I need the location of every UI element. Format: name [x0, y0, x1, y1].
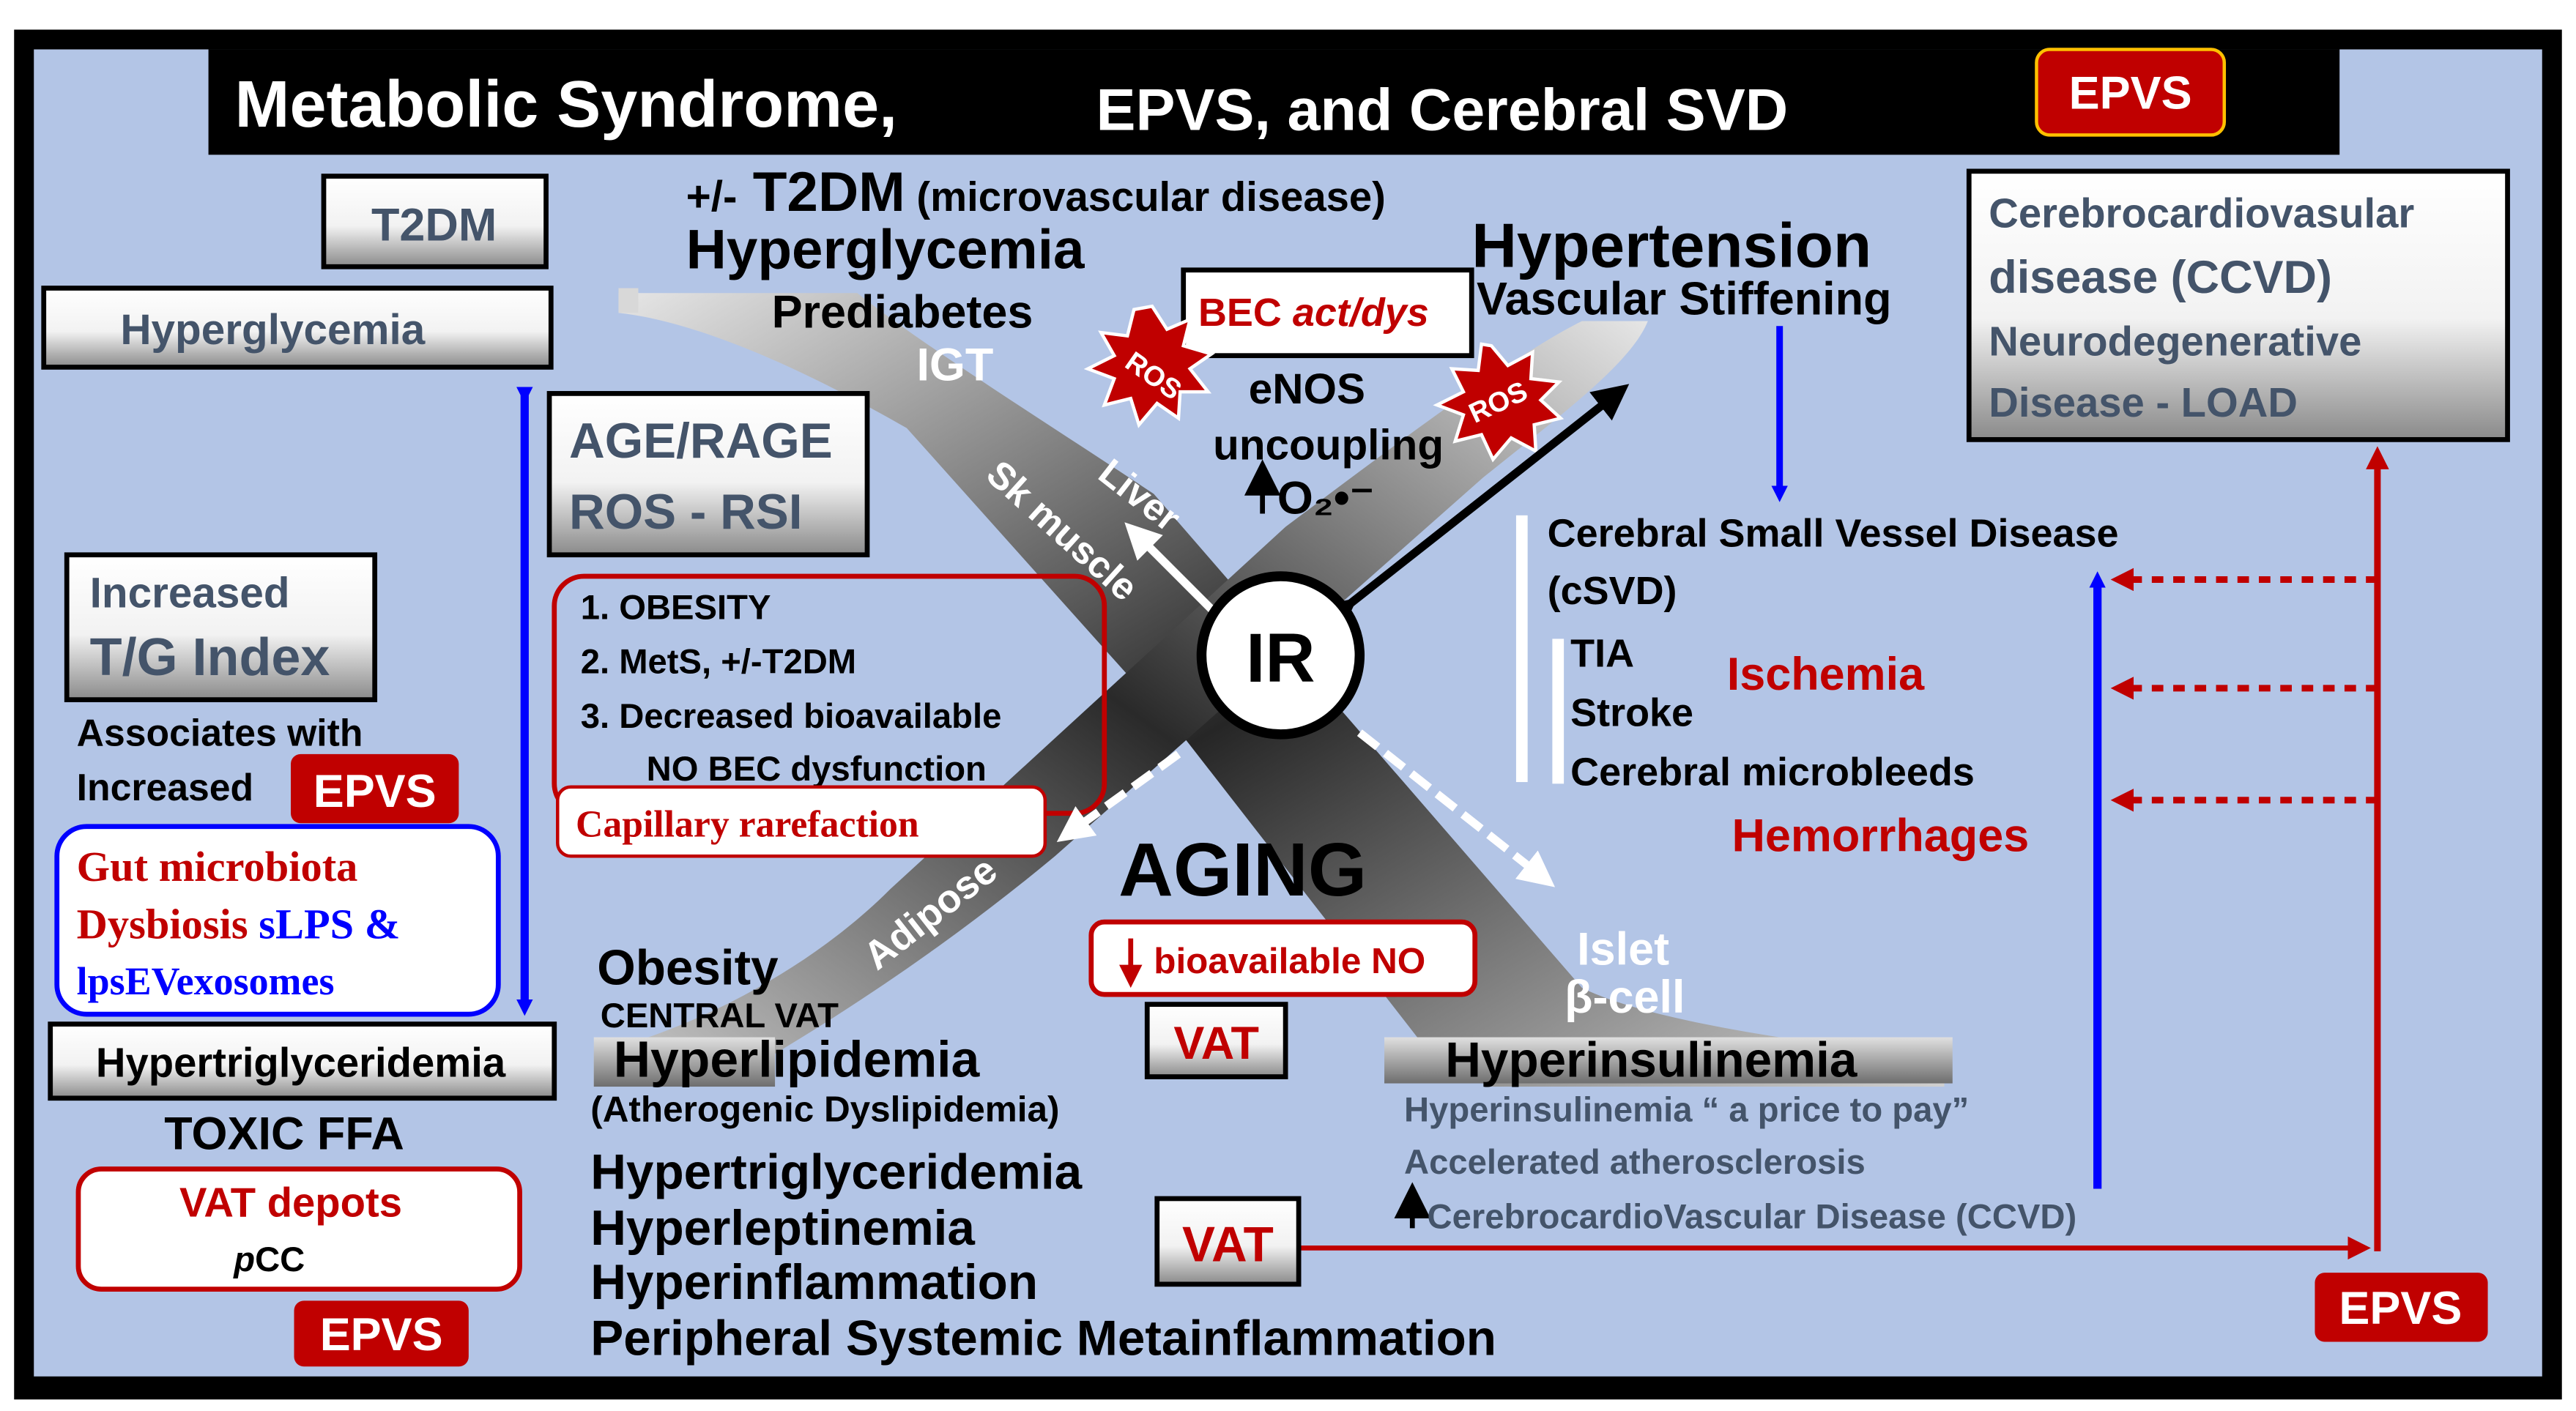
bottom-vat-box	[1154, 1196, 1302, 1287]
title-epvs-label: EPVS	[2069, 67, 2192, 119]
bec-label: BEC act/dys	[1198, 291, 1429, 335]
bec-box	[1181, 267, 1474, 359]
ccvd-box	[1966, 168, 2510, 442]
gut-line3: lpsEVexosomes	[77, 959, 335, 1003]
pcc-label: pCC	[232, 1240, 305, 1279]
toxic-ffa: TOXIC FFA	[164, 1108, 404, 1159]
ccvd-line3: Neurodegenerative	[1989, 319, 2361, 365]
stroke-label: Stroke	[1570, 691, 1693, 735]
ros-starburst-left	[1083, 304, 1216, 428]
ir-circle	[1196, 571, 1365, 740]
beta-cell-label: β-cell	[1564, 972, 1685, 1023]
aging-label: AGING	[1118, 827, 1367, 912]
hypertension-label: Hypertension	[1471, 211, 1871, 280]
capillary-rarefaction: Capillary rarefaction	[576, 803, 919, 845]
csvd-white-bar	[1515, 515, 1528, 783]
bottom-right-epvs-label: EPVS	[2339, 1283, 2462, 1334]
hyperinsulinemia-line2: Accelerated atherosclerosis	[1404, 1143, 1866, 1182]
capillary-box	[556, 785, 1047, 858]
hyperinflammation: Hyperinflammation	[590, 1255, 1038, 1310]
center-vat-box	[1144, 1002, 1288, 1079]
gut-line2: Dysbiosis sLPS &	[77, 901, 401, 948]
obesity-item3: 3. Decreased bioavailable	[581, 697, 1002, 736]
bottom-hypertrig: Hypertriglyceridemia	[590, 1144, 1082, 1199]
title-main: Metabolic Syndrome,	[235, 68, 898, 141]
o2-label: O₂•⁻	[1277, 473, 1374, 524]
gut-line1: Gut microbiota	[77, 843, 358, 890]
microbleeds-label: Cerebral microbleeds	[1570, 751, 1975, 794]
bottom-left-epvs-badge	[294, 1300, 469, 1367]
igt-label: IGT	[916, 339, 993, 390]
left-hyperglycemia: Hyperglycemia	[120, 306, 425, 354]
assoc-epvs-label: EPVS	[313, 766, 437, 817]
title-rest: EPVS, and Cerebral SVD	[1096, 78, 1789, 144]
hyperinsulinemia-line3: CerebrocardioVascular Disease (CCVD)	[1428, 1197, 2077, 1236]
left-t2dm: T2DM	[371, 199, 497, 250]
assoc-line2: Increased	[77, 766, 253, 808]
ccvd-line1: Cerebrocardiovasular	[1989, 190, 2414, 236]
csvd-inner-bar	[1552, 639, 1564, 784]
hemorrhages-label: Hemorrhages	[1731, 810, 2029, 861]
title-epvs-badge	[2035, 48, 2227, 137]
hyperinsulinemia-line1: Hyperinsulinemia “ a price to pay”	[1404, 1090, 1969, 1129]
ischemia-label: Ischemia	[1727, 649, 1925, 700]
title-bar	[208, 49, 2340, 155]
ir-hypertension-arrow	[1318, 384, 1630, 635]
ccvd-line2: disease (CCVD)	[1989, 252, 2332, 303]
central-vat-label: CENTRAL VAT	[601, 997, 839, 1035]
bioavailable-no-box	[1088, 919, 1478, 997]
ir-islet-arrow	[1356, 729, 1556, 887]
uncoupling-label: uncoupling	[1213, 421, 1444, 469]
vascular-stiffening-label: Vascular Stiffening	[1477, 273, 1892, 324]
center-vat-label: VAT	[1173, 1018, 1259, 1069]
ir-adipose-arrow	[1056, 751, 1181, 843]
age-rage-box	[546, 391, 870, 558]
bottom-vat-label: VAT	[1182, 1217, 1274, 1272]
bottom-left-epvs-label: EPVS	[320, 1309, 443, 1360]
hyperlipidemia-label: Hyperlipidemia	[614, 1031, 981, 1088]
ir-label: IR	[1246, 620, 1315, 697]
bottom-right-epvs-badge	[2315, 1273, 2488, 1342]
tg-index-line1: Increased	[90, 570, 290, 617]
obesity-label: Obesity	[597, 941, 779, 996]
obesity-item1: 1. OBESITY	[581, 588, 771, 627]
csvd-line2: (cSVD)	[1548, 569, 1677, 613]
age-rage-line2: ROS - RSI	[569, 485, 802, 540]
prediabetes-label: Prediabetes	[772, 286, 1033, 338]
assoc-line1: Associates with	[77, 712, 363, 754]
ccvd-line4: Disease - LOAD	[1989, 379, 2298, 425]
csvd-line1: Cerebral Small Vessel Disease	[1548, 512, 2119, 556]
left-panel: T2DM Hyperglycemia Increased T/G Index A…	[41, 174, 557, 1367]
obesity-item3b: NO BEC dysfunction	[647, 750, 987, 789]
peripheral-metainflammation: Peripheral Systemic Metainflammation	[590, 1311, 1496, 1366]
tia-label: TIA	[1570, 632, 1634, 676]
age-rage-line1: AGE/RAGE	[569, 414, 833, 469]
hyperglycemia-heading: Hyperglycemia	[686, 219, 1085, 281]
obesity-item2: 2. MetS, +/-T2DM	[581, 643, 856, 682]
assoc-epvs-badge	[291, 753, 459, 824]
hyperinsulinemia-title: Hyperinsulinemia	[1445, 1033, 1857, 1088]
tg-index-line2: T/G Index	[90, 628, 330, 687]
hyperleptinemia: Hyperleptinemia	[590, 1201, 975, 1256]
islet-label: Islet	[1577, 924, 1669, 975]
bioavailable-no-label: bioavailable NO	[1154, 941, 1425, 981]
t2dm-heading: +/- T2DM (microvascular disease)	[686, 161, 1386, 223]
ir-liver-arrow	[1124, 522, 1223, 621]
atherogenic-label: (Atherogenic Dyslipidemia)	[590, 1089, 1059, 1129]
enos-label: eNOS	[1249, 365, 1365, 413]
left-hypertrig: Hypertriglyceridemia	[96, 1040, 506, 1086]
vat-depots: VAT depots	[179, 1180, 402, 1226]
